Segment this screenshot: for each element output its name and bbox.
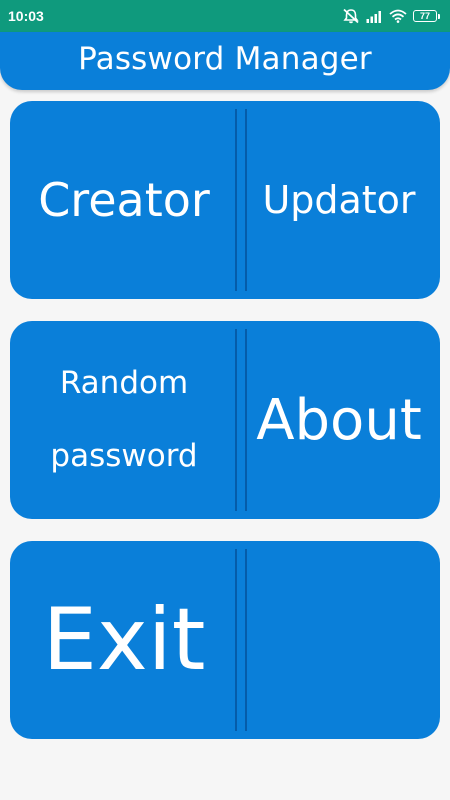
status-time: 10:03 bbox=[8, 8, 44, 24]
page-title: Password Manager bbox=[78, 41, 372, 77]
about-button[interactable]: About bbox=[238, 321, 440, 519]
empty-tile bbox=[238, 541, 440, 739]
battery-icon: 77 bbox=[413, 10, 440, 22]
random-password-label-line2: password bbox=[50, 438, 198, 474]
app-bar: Password Manager bbox=[0, 32, 450, 90]
signal-icon bbox=[366, 10, 383, 23]
random-password-button[interactable]: Random password bbox=[10, 321, 238, 519]
exit-label: Exit bbox=[42, 590, 206, 690]
tile-row-2: Random password About bbox=[10, 321, 440, 519]
battery-level: 77 bbox=[413, 10, 437, 22]
exit-button[interactable]: Exit bbox=[10, 541, 238, 739]
wifi-icon bbox=[389, 9, 407, 23]
creator-button[interactable]: Creator bbox=[10, 101, 238, 299]
status-bar: 10:03 77 bbox=[0, 0, 450, 32]
updator-label: Updator bbox=[262, 178, 416, 222]
random-password-label: Random password bbox=[50, 347, 197, 493]
creator-label: Creator bbox=[38, 173, 210, 227]
about-label: About bbox=[256, 387, 422, 453]
updator-button[interactable]: Updator bbox=[238, 101, 440, 299]
tile-row-3: Exit bbox=[10, 541, 440, 739]
status-icons: 77 bbox=[342, 8, 440, 24]
random-password-label-line1: Random bbox=[59, 365, 189, 401]
tile-row-1: Creator Updator bbox=[10, 101, 440, 299]
alarm-off-icon bbox=[342, 8, 360, 24]
